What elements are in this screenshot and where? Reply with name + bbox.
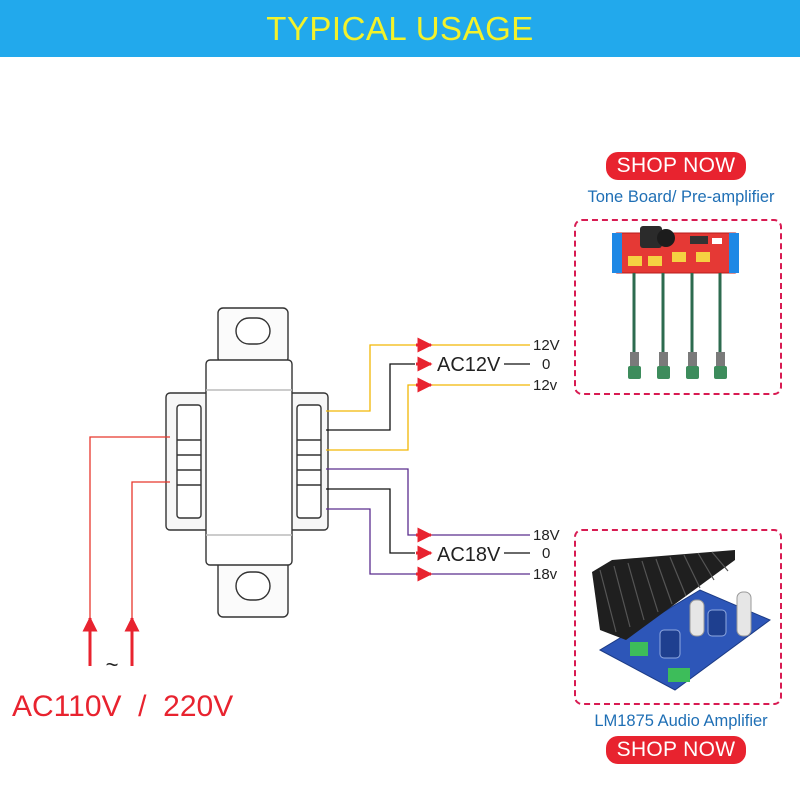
- ac12v-center-tap: 0: [542, 356, 550, 373]
- ac12v-label: AC12V: [437, 354, 501, 376]
- ac18v-label: AC18V: [437, 544, 501, 566]
- secondary-12v-wires: [326, 344, 530, 451]
- tone-board-label: Tone Board/ Pre-amplifier: [587, 188, 775, 206]
- primary-wires: [89, 436, 170, 628]
- shop-now-button-tone-board[interactable]: SHOP NOW: [606, 152, 746, 180]
- secondary-18v-wires: [326, 468, 530, 575]
- amplifier-label: LM1875 Audio Amplifier: [594, 712, 768, 730]
- ac12v-bottom-tap: 12v: [533, 377, 558, 394]
- tone-board-box: [574, 219, 782, 395]
- ac12v-top-tap: 12V: [533, 337, 560, 354]
- ac18v-top-tap: 18V: [533, 527, 560, 544]
- tone-board-image: [612, 226, 739, 379]
- input-voltage-label: AC110V / 220V: [12, 690, 233, 723]
- amplifier-box: [574, 529, 782, 705]
- transformer-icon: [165, 307, 329, 618]
- ac-symbol: ~: [106, 652, 119, 677]
- amplifier-image: [592, 550, 771, 691]
- page-title: TYPICAL USAGE: [266, 9, 534, 47]
- shop-now-button-amplifier[interactable]: SHOP NOW: [606, 736, 746, 764]
- ac18v-center-tap: 0: [542, 545, 550, 562]
- header-banner: TYPICAL USAGE: [0, 0, 800, 57]
- arrows-18v: [416, 527, 433, 582]
- ac18v-bottom-tap: 18v: [533, 566, 558, 583]
- arrows-12v: [416, 337, 433, 393]
